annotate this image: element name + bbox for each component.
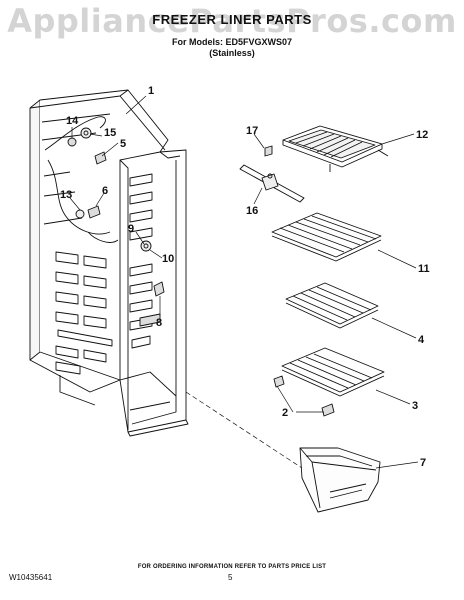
callout-2: 2 <box>282 407 288 419</box>
shelf-supports-2 <box>273 375 335 417</box>
side-wall-slots <box>129 173 153 349</box>
screw-17 <box>264 145 273 157</box>
callout-10: 10 <box>162 253 174 265</box>
callout-11: 11 <box>418 263 430 275</box>
callout-8: 8 <box>156 317 162 329</box>
wire-shelf-11 <box>271 212 382 262</box>
callout-5: 5 <box>120 138 126 150</box>
callout-14: 14 <box>66 115 79 127</box>
callout-12: 12 <box>416 129 428 141</box>
leader-lines <box>69 95 419 469</box>
callout-4: 4 <box>418 334 425 346</box>
callout-3: 3 <box>412 400 418 412</box>
document-number: W10435641 <box>9 573 53 582</box>
callout-6: 6 <box>102 185 108 197</box>
diagram-title: FREEZER LINER PARTS <box>152 12 312 27</box>
callout-9: 9 <box>128 223 134 235</box>
wire-shelf-4 <box>285 282 379 329</box>
callout-1: 1 <box>148 85 154 97</box>
model-line: For Models: ED5FVGXWS07 <box>171 37 293 47</box>
crisper-drawer <box>299 447 381 513</box>
callout-16: 16 <box>246 205 258 217</box>
finish-label: (Stainless) <box>209 48 255 58</box>
back-wall-slots <box>55 251 113 375</box>
site-watermark: AppliancePartsPros.com <box>7 2 457 40</box>
callout-13: 13 <box>60 189 72 201</box>
page-number: 5 <box>228 573 233 582</box>
shelf-bracket-16 <box>239 164 305 203</box>
ordering-info-note: FOR ORDERING INFORMATION REFER TO PARTS … <box>137 564 327 570</box>
shelf-12 <box>282 125 389 172</box>
callout-17: 17 <box>246 125 258 137</box>
wire-shelf-3 <box>281 347 385 397</box>
callout-numbers: 1 2 3 4 5 6 7 8 9 10 11 12 13 14 15 16 1… <box>60 85 430 469</box>
model-info: For Models: ED5FVGXWS07 (Stainless) <box>0 37 464 59</box>
callout-7: 7 <box>420 457 426 469</box>
callout-15: 15 <box>104 127 116 139</box>
